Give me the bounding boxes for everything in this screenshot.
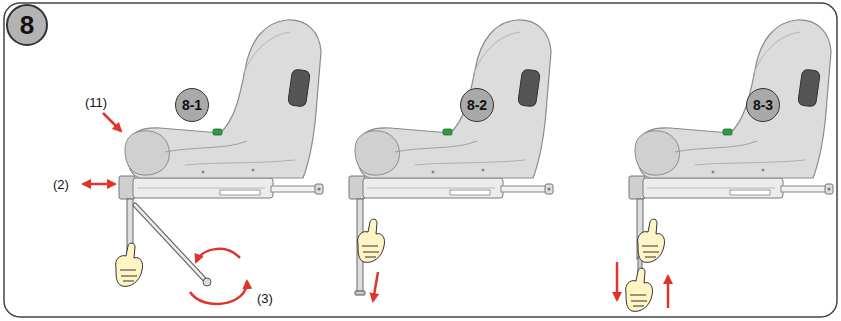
car-seat xyxy=(629,20,833,199)
hand xyxy=(626,268,653,311)
callout-number: (2) xyxy=(52,178,70,191)
car-seat xyxy=(119,20,323,199)
red-rotate-arrow xyxy=(190,281,247,304)
step-badge: 8 xyxy=(6,4,48,46)
red-double-arrow xyxy=(83,183,115,186)
support-leg-folded xyxy=(135,205,205,280)
step-number: 8-2 xyxy=(467,98,487,112)
step-circle: 8-1 xyxy=(175,88,209,122)
step-circle: 8-2 xyxy=(460,88,494,122)
step-number: 8-1 xyxy=(182,98,202,112)
panel-frame xyxy=(4,3,837,317)
hand xyxy=(358,219,385,262)
support-leg-folded xyxy=(135,205,205,280)
car-seat xyxy=(349,20,553,199)
red-arrow xyxy=(616,262,619,300)
step-circle: 8-3 xyxy=(746,88,780,122)
callout-number: (11) xyxy=(84,96,108,109)
leg-foot xyxy=(355,291,365,295)
red-arrow xyxy=(373,272,378,301)
red-arrow xyxy=(103,113,121,131)
panel-2-art xyxy=(349,20,553,301)
red-rotate-arrow xyxy=(196,249,240,262)
red-arrow xyxy=(667,276,670,308)
step-number: 8-3 xyxy=(753,98,773,112)
step-number: 8 xyxy=(20,12,34,38)
leg-foot xyxy=(203,278,211,286)
panel-3-art xyxy=(617,20,833,311)
hand xyxy=(116,243,143,286)
hand xyxy=(638,219,665,262)
panel-1-art xyxy=(83,20,323,304)
callout-number: (3) xyxy=(256,292,274,305)
